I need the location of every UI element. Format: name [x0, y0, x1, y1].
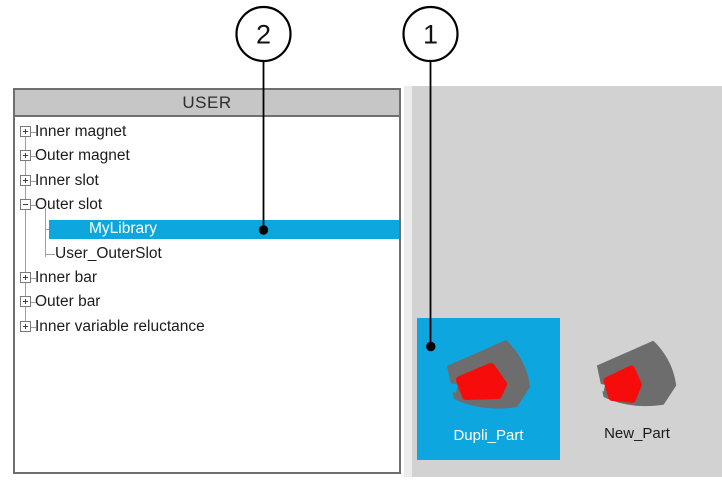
- panel-title: USER: [182, 92, 232, 112]
- part-tile-label: Dupli_Part: [453, 427, 524, 444]
- tree-item-label: User_OuterSlot: [55, 244, 162, 262]
- tree-item-outer-magnet[interactable]: Outer magnet: [15, 144, 399, 168]
- tree-item-label: Inner slot: [35, 171, 99, 189]
- tree-item-mylibrary[interactable]: MyLibrary: [15, 217, 399, 241]
- tree-view: Inner magnet Outer magnet Inner slot Out…: [15, 117, 399, 470]
- tree-item-user-outerslot[interactable]: User_OuterSlot: [15, 242, 399, 266]
- parts-browser-panel: Dupli_Part New_Part: [404, 86, 722, 477]
- tree-item-label: Outer slot: [35, 196, 103, 214]
- tree-item-label: Outer magnet: [35, 147, 130, 165]
- user-library-panel: USER Inner magnet Outer magnet Inner slo…: [13, 88, 401, 474]
- tree-item-label: MyLibrary: [89, 220, 158, 238]
- collapse-minus-icon[interactable]: [20, 199, 31, 211]
- tree-trunk-line: [25, 132, 26, 327]
- callout-1-circle: [402, 5, 459, 63]
- expand-plus-icon[interactable]: [20, 150, 31, 162]
- expand-plus-icon[interactable]: [20, 126, 31, 138]
- tree-item-label: Inner variable reluctance: [35, 317, 205, 335]
- part-tile-new-part[interactable]: New_Part: [565, 318, 709, 460]
- tree-item-label: Inner bar: [35, 269, 98, 287]
- tree-item-inner-bar[interactable]: Inner bar: [15, 266, 399, 290]
- tree-item-inner-magnet[interactable]: Inner magnet: [15, 120, 399, 144]
- panel-header: USER: [15, 90, 399, 117]
- slot-part-icon: [444, 340, 530, 409]
- selected-row-highlight[interactable]: MyLibrary: [49, 219, 399, 240]
- callout-1-number: 1: [423, 20, 438, 50]
- part-tile-label: New_Part: [604, 425, 670, 442]
- tree-item-inner-slot[interactable]: Inner slot: [15, 169, 399, 193]
- expand-plus-icon[interactable]: [20, 320, 31, 332]
- tree-item-outer-slot[interactable]: Outer slot: [15, 193, 399, 217]
- tree-item-label: Inner magnet: [35, 123, 127, 141]
- tree-item-inner-variable-reluctance[interactable]: Inner variable reluctance: [15, 315, 399, 339]
- expand-plus-icon[interactable]: [20, 296, 31, 308]
- tree-item-label: Outer bar: [35, 293, 101, 311]
- callout-2-circle: [235, 5, 292, 63]
- panel-edge-strip: [404, 86, 412, 477]
- tree-child-trunk-line: [45, 208, 46, 257]
- expand-plus-icon[interactable]: [20, 174, 31, 186]
- part-tile-dupli-part[interactable]: Dupli_Part: [417, 318, 560, 460]
- callout-2-number: 2: [256, 20, 271, 50]
- slot-part-icon: [595, 340, 677, 407]
- tree-item-outer-bar[interactable]: Outer bar: [15, 290, 399, 314]
- expand-plus-icon[interactable]: [20, 272, 31, 284]
